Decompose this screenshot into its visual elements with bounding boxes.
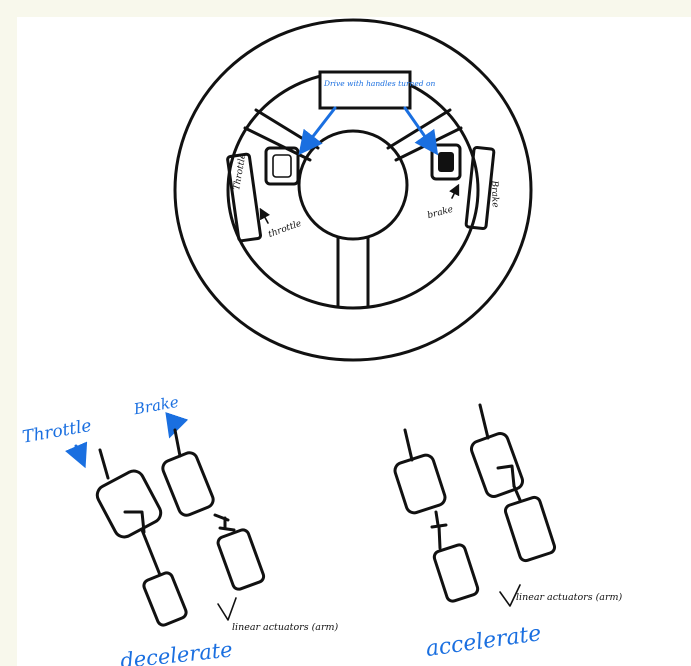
accel-brake-rod-top (478, 403, 490, 440)
callout-arrow-right (403, 106, 439, 156)
accel-throttle-housing (393, 453, 447, 515)
steering-wheel: Throttle throttle Brake brake Drive with… (173, 18, 533, 362)
left-paddle-label: throttle (267, 219, 303, 240)
left-note-tick (217, 597, 237, 621)
left-button-inner (272, 154, 292, 178)
brake-pedal-housing (161, 451, 215, 517)
accel-throttle-actuator (432, 543, 480, 603)
accelerate-label: accelerate (424, 621, 543, 662)
wheel-hub (297, 129, 409, 241)
callout-text: Drive with handles turned on (323, 79, 436, 88)
wheel-outer-rim (173, 18, 533, 362)
right-actuator-note: linear actuators (arm) (516, 592, 623, 603)
left-paddle-pointer (259, 207, 270, 224)
brake-label: Brake (131, 393, 180, 419)
brake-link-bottom (218, 526, 236, 532)
blank-panel-right (540, 17, 691, 384)
throttle-pedal-housing (95, 469, 163, 539)
accel-brake-inner-rod (496, 464, 516, 488)
accel-brake-housing (469, 432, 525, 498)
right-button (430, 143, 462, 181)
right-note-tick (499, 584, 521, 607)
callout-box (318, 70, 412, 110)
right-switch-label: Brake (489, 179, 500, 207)
throttle-label: Throttle (21, 416, 93, 448)
left-actuator-note: linear actuators (arm) (232, 622, 339, 633)
throttle-rod-top (98, 448, 110, 480)
left-paddle-switch (226, 152, 262, 243)
left-button (264, 146, 300, 186)
pedal-set-accelerate: linear actuators (arm) accelerate (393, 403, 623, 662)
blank-panel-left (17, 17, 165, 384)
throttle-rod-mid (140, 528, 162, 577)
decelerate-label: decelerate (119, 637, 234, 666)
left-switch-label: Throttle (232, 153, 248, 191)
pedal-diagram-panel (17, 384, 691, 666)
throttle-inner-rod (123, 510, 146, 534)
brake-rod-top (173, 428, 182, 458)
accel-throttle-rod-mid (434, 510, 440, 527)
brake-arrow (165, 411, 189, 439)
callout-arrow-left (298, 106, 337, 156)
accel-throttle-rod-low (437, 524, 442, 550)
pedal-set-decelerate: Throttle Brake linear actuators (arm) de… (21, 393, 339, 666)
accel-brake-actuator (503, 495, 557, 563)
accel-throttle-rod-top (403, 428, 414, 462)
accel-brake-rod-mid (512, 484, 522, 502)
right-paddle-label: brake (426, 205, 454, 221)
throttle-arrow (65, 441, 88, 469)
right-paddle-pointer (449, 183, 460, 199)
right-button-inner (438, 152, 454, 172)
throttle-actuator (142, 571, 188, 627)
brake-actuator (216, 528, 266, 591)
right-paddle-switch (464, 145, 496, 231)
